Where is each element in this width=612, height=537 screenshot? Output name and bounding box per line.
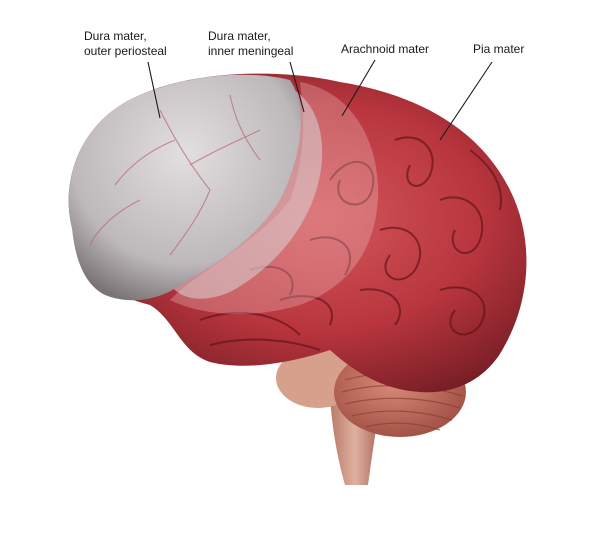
leader-dura-outer <box>147 61 161 119</box>
dura-outer-layer <box>68 74 301 301</box>
leader-arachnoid <box>341 59 376 117</box>
leader-dura-inner <box>289 61 305 113</box>
label-dura-outer: Dura mater, outer periosteal <box>84 29 167 59</box>
label-dura-inner-line2: inner meningeal <box>208 44 294 58</box>
label-dura-inner-line1: Dura mater, <box>208 29 271 43</box>
arachnoid-layer <box>170 82 379 315</box>
leader-lines <box>147 59 493 141</box>
label-pia: Pia mater <box>473 42 525 56</box>
label-dura-inner: Dura mater, inner meningeal <box>208 29 293 59</box>
label-dura-outer-line2: outer periosteal <box>84 44 167 58</box>
leader-pia <box>439 61 493 141</box>
label-arachnoid: Arachnoid mater <box>341 42 430 56</box>
label-dura-outer-line1: Dura mater, <box>84 29 147 43</box>
